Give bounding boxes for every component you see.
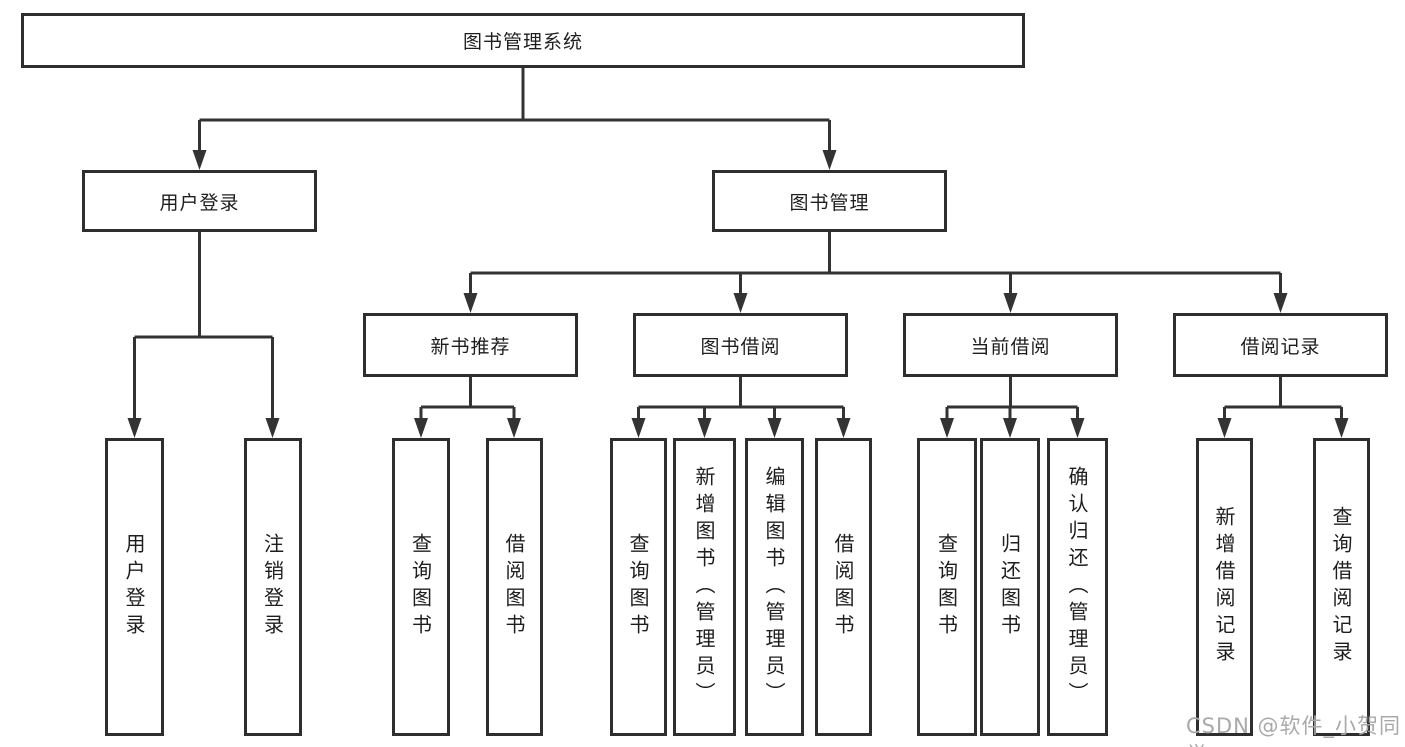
arrowhead-icon (127, 418, 142, 438)
arrowhead-icon (1273, 293, 1288, 313)
arrowhead-icon (414, 418, 428, 438)
node-current-borrow: 当前借阅 (903, 313, 1118, 377)
node-leaf-add-book-admin: 新增图书（管理员） (673, 438, 736, 736)
arrowhead-icon (463, 293, 478, 313)
node-borrow-records: 借阅记录 (1173, 313, 1388, 377)
node-leaf-user-login: 用户登录 (105, 438, 164, 736)
arrowhead-icon (767, 418, 782, 438)
arrowhead-icon (192, 150, 207, 170)
arrowhead-icon (1217, 418, 1232, 438)
node-leaf-query-books-borrow: 查询图书 (610, 438, 667, 736)
arrowhead-icon (836, 418, 851, 438)
node-leaf-query-borrow-record: 查询借阅记录 (1313, 438, 1370, 736)
node-leaf-confirm-return-admin: 确认归还（管理员） (1047, 438, 1108, 736)
arrowhead-icon (631, 418, 646, 438)
node-leaf-return-book: 归还图书 (980, 438, 1040, 736)
arrowhead-icon (940, 418, 954, 438)
arrowhead-icon (1070, 418, 1085, 438)
node-user-login: 用户登录 (82, 170, 317, 232)
node-leaf-query-books-recommend: 查询图书 (392, 438, 450, 736)
node-leaf-borrow-books: 借阅图书 (815, 438, 872, 736)
arrowhead-icon (733, 293, 748, 313)
arrowhead-icon (265, 418, 280, 438)
connector-book-borrow-children (637, 377, 845, 424)
node-leaf-query-books-current: 查询图书 (917, 438, 977, 736)
node-new-book-recommend: 新书推荐 (363, 313, 578, 377)
arrowhead-icon (1003, 293, 1018, 313)
arrowhead-icon (697, 418, 712, 438)
connector-book-management-children (469, 232, 1282, 297)
node-book-management: 图书管理 (712, 170, 947, 232)
connector-borrow-records-children (1223, 377, 1343, 424)
arrowhead-icon (1003, 418, 1017, 438)
connector-user-login-children (133, 232, 274, 422)
arrowheads (127, 150, 1349, 438)
connector-root-to-level2 (198, 68, 831, 154)
arrowhead-icon (1334, 418, 1349, 438)
node-book-borrow: 图书借阅 (633, 313, 848, 377)
connector-new-book-children (419, 377, 516, 424)
node-leaf-borrow-books-recommend: 借阅图书 (486, 438, 543, 736)
node-root: 图书管理系统 (21, 13, 1025, 68)
node-leaf-edit-book-admin: 编辑图书（管理员） (745, 438, 804, 736)
connector-current-borrow-children (945, 377, 1079, 424)
arrowhead-icon (822, 150, 837, 170)
arrowhead-icon (507, 418, 521, 438)
node-leaf-logout: 注销登录 (244, 438, 302, 736)
node-leaf-add-borrow-record: 新增借阅记录 (1196, 438, 1253, 736)
